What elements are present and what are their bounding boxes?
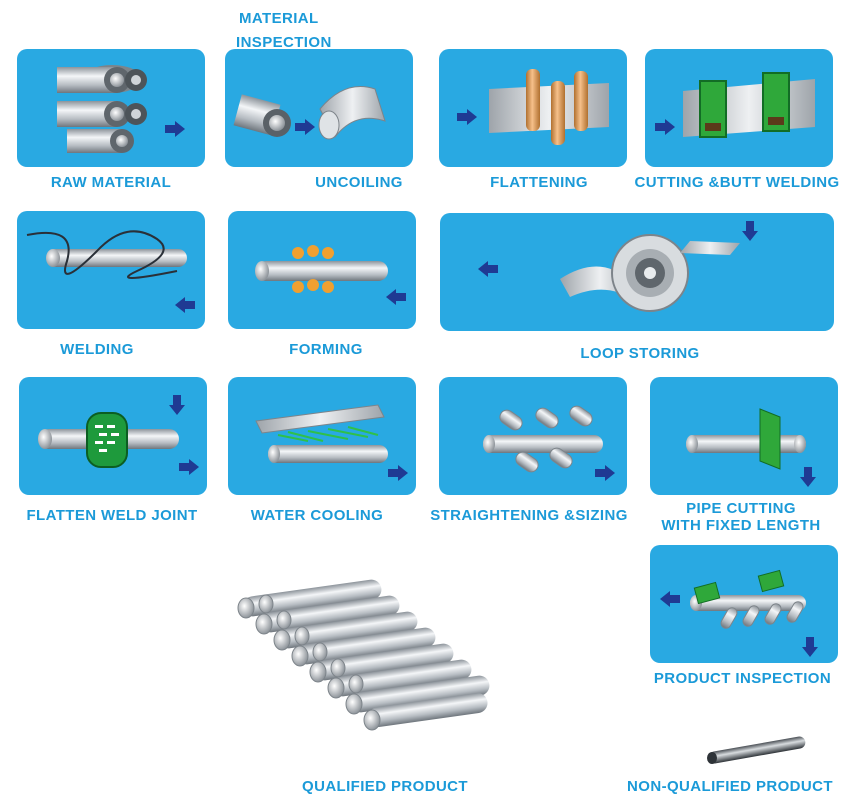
product-inspection-label: PRODUCT INSPECTION [653, 670, 832, 687]
cutting-butt-welding-panel [645, 49, 833, 167]
arrow-left-icon [660, 591, 680, 607]
arrow-down-icon [800, 467, 816, 487]
arrow-left-icon [478, 261, 498, 277]
arrow-down-icon [802, 637, 818, 657]
qualified-product-pile-icon [237, 579, 490, 731]
raw-material-panel [17, 49, 205, 167]
arrow-right-icon [165, 121, 185, 137]
welding-label: WELDING [60, 341, 134, 358]
arrow-right-icon [457, 109, 477, 125]
coil-icon [57, 65, 185, 153]
arrow-down-icon [169, 395, 185, 415]
straightening-sizing-panel [439, 377, 627, 495]
forming-label: FORMING [289, 341, 363, 358]
welding-panel [17, 211, 205, 329]
material-inspection-label: MATERIAL INSPECTION [236, 10, 332, 51]
arrow-right-icon [388, 465, 408, 481]
qualified-product-label: QUALIFIED PRODUCT [302, 778, 468, 795]
roller-icon [255, 245, 406, 305]
flattening-label: FLATTENING [490, 174, 588, 191]
straightening-sizing-label: STRAIGHTENING &SIZING [430, 507, 628, 524]
pipe-icon [255, 404, 408, 481]
arrow-right-icon [179, 459, 199, 475]
forming-panel [228, 211, 416, 329]
roller-icon [457, 69, 609, 145]
loop-storing-label: LOOP STORING [580, 345, 700, 362]
flattening-panel [439, 49, 627, 167]
arrow-right-icon [595, 465, 615, 481]
clamp-icon [655, 72, 815, 138]
shear-icon [686, 408, 816, 487]
uncoiling-panel [225, 49, 413, 167]
welding-coil-icon [26, 230, 195, 313]
arrow-left-icon [386, 289, 406, 305]
raw-material-label: RAW MATERIAL [50, 174, 172, 191]
cutting-butt-welding-label: CUTTING &BUTT WELDING [634, 174, 840, 191]
product-inspection-panel [650, 545, 838, 663]
non-qualified-product-label: NON-QUALIFIED PRODUCT [627, 778, 833, 795]
arrow-right-icon [295, 119, 315, 135]
flatten-weld-joint-label: FLATTEN WELD JOINT [26, 507, 198, 524]
pipe-icon [660, 569, 818, 657]
water-cooling-panel [228, 377, 416, 495]
non-qualified-pipe-icon [707, 736, 806, 764]
flatten-weld-joint-panel [19, 377, 207, 495]
loop-storing-panel [440, 213, 834, 331]
uncoiling-label: UNCOILING [315, 174, 403, 191]
coil-icon [478, 221, 758, 312]
roller-icon [483, 405, 615, 481]
arrow-down-icon [742, 221, 758, 241]
arrow-right-icon [655, 119, 675, 135]
arrow-left-icon [175, 297, 195, 313]
pipe-cutting-label: PIPE CUTTING WITH FIXED LENGTH [661, 500, 821, 534]
coil-icon [233, 86, 386, 140]
pipe-icon [38, 395, 199, 475]
water-cooling-label: WATER COOLING [250, 507, 384, 524]
pipe-cutting-panel [650, 377, 838, 495]
